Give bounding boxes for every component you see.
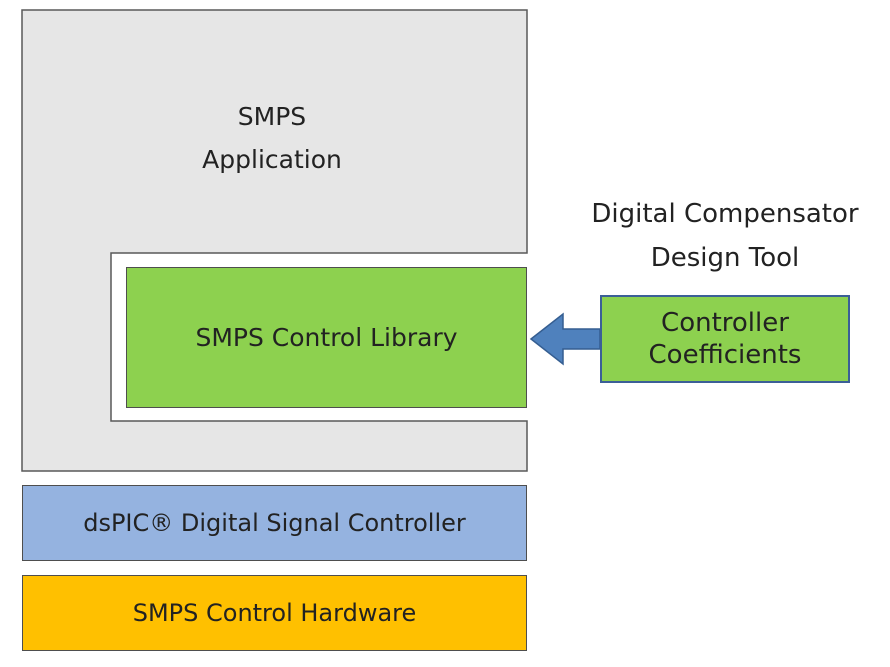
design-tool-label-line2: Design Tool (650, 243, 800, 273)
controller-coefficients-label-line1: Controller (661, 307, 789, 338)
left-arrow-icon (529, 312, 601, 366)
smps-control-library-block: SMPS Control Library (126, 267, 527, 408)
smps-application-title-line2: Application (202, 145, 342, 174)
dspic-controller-block: dsPIC® Digital Signal Controller (22, 485, 527, 561)
controller-coefficients-block: Controller Coefficients (600, 295, 850, 383)
dspic-controller-label: dsPIC® Digital Signal Controller (83, 509, 466, 537)
smps-application-outline (21, 9, 528, 472)
smps-control-hardware-block: SMPS Control Hardware (22, 575, 527, 651)
smps-application-title-line1: SMPS (237, 102, 307, 131)
smps-control-hardware-label: SMPS Control Hardware (132, 599, 417, 627)
controller-coefficients-label-line2: Coefficients (648, 340, 802, 370)
smps-control-library-label: SMPS Control Library (195, 323, 458, 352)
design-tool-label-line1: Digital Compensator (591, 199, 859, 229)
